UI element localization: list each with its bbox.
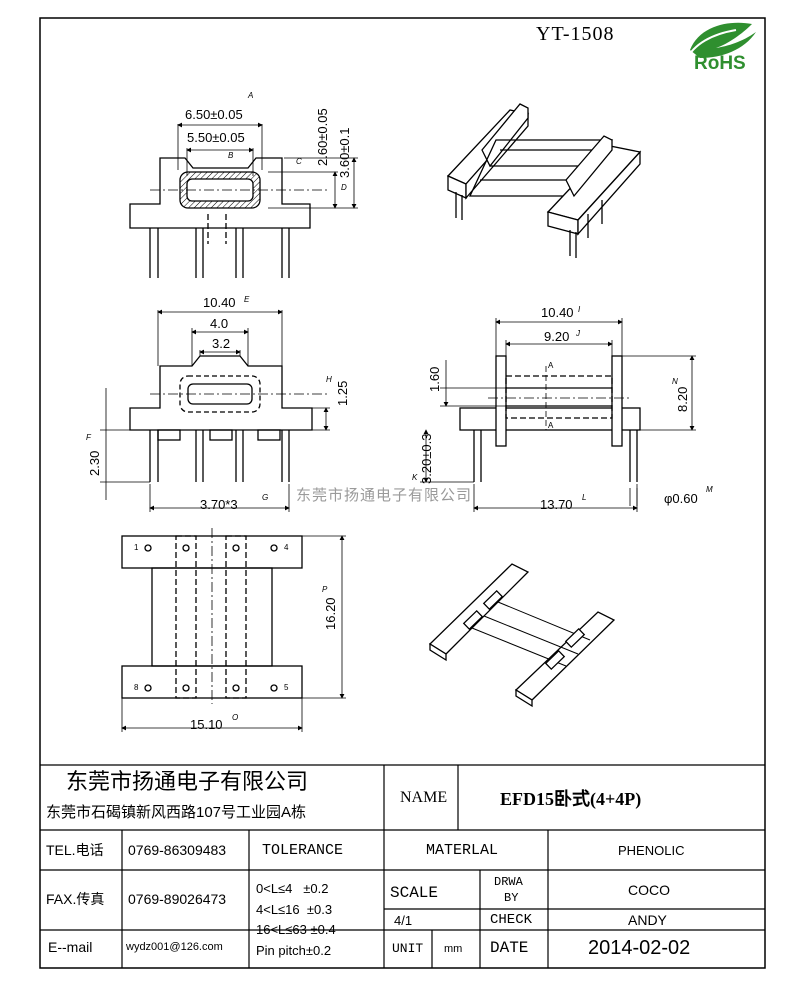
check-label: CHECK <box>490 912 533 928</box>
tolerance-row: 16<L≤63 ±0.4 <box>256 922 336 937</box>
iso-view-base <box>428 563 616 708</box>
tolerance-row: 0<L≤4 ±0.2 <box>256 881 329 896</box>
watermark-text: 东莞市扬通电子有限公司 <box>296 487 473 504</box>
dim-label: 3.2 <box>212 336 231 351</box>
tel-value: 0769-86309483 <box>128 842 227 858</box>
dim-label: 2.60±0.05 <box>315 108 330 166</box>
company-address: 东莞市石碣镇新风西路107号工业园A栋 <box>46 804 307 821</box>
fax-value: 0769-89026473 <box>128 891 227 907</box>
dim-tag: F <box>86 433 91 442</box>
dim-tag: A <box>248 91 254 100</box>
dim-label: 10.40 <box>203 295 236 310</box>
dim-tag: M <box>706 485 713 494</box>
material-value: PHENOLIC <box>618 843 685 858</box>
section-mark: A <box>548 421 554 430</box>
front-view-top <box>129 122 358 278</box>
dim-tag: N <box>672 377 678 386</box>
dim-tag: E <box>244 295 250 304</box>
unit-value: mm <box>444 943 463 955</box>
fax-label: FAX.传真 <box>46 891 105 907</box>
part-number: YT-1508 <box>536 23 615 45</box>
dim-label: 3.20±0.3 <box>419 433 434 484</box>
dim-tag: H <box>326 375 332 384</box>
scale-value: 4/1 <box>394 913 413 928</box>
email-label: E--mail <box>48 939 93 955</box>
dim-tag: I <box>578 305 581 314</box>
drawn-label: DRWA <box>494 875 523 889</box>
pin-number: 1 <box>134 543 139 552</box>
dim-label: 3.60±0.1 <box>337 127 352 178</box>
tolerance-row: Pin pitch±0.2 <box>256 943 332 958</box>
name-label: NAME <box>400 789 448 806</box>
top-view <box>121 528 346 732</box>
dim-label: 15.10 <box>190 717 223 732</box>
dim-tag: B <box>228 151 234 160</box>
check-value: ANDY <box>628 912 667 928</box>
dim-label: 8.20 <box>675 386 690 412</box>
dim-tag: C <box>296 157 302 166</box>
date-label: DATE <box>490 939 529 957</box>
date-value: 2014-02-02 <box>588 937 691 959</box>
dim-label: 10.40 <box>541 305 574 320</box>
front-view-middle <box>100 309 330 512</box>
iso-view-bobbin <box>446 103 642 258</box>
dim-label: 5.50±0.05 <box>187 130 245 145</box>
dim-label: 1.60 <box>427 366 442 392</box>
tel-label: TEL.电话 <box>46 842 104 858</box>
dim-tag: L <box>582 493 587 502</box>
tolerance-row: 4<L≤16 ±0.3 <box>256 902 333 917</box>
side-view <box>420 318 696 512</box>
unit-label: UNIT <box>392 941 424 956</box>
dim-tag: D <box>341 183 347 192</box>
dim-tag: O <box>232 713 239 722</box>
dim-tag: G <box>262 493 269 502</box>
material-label: MATERLAL <box>426 842 499 859</box>
title-block-grid <box>40 764 765 968</box>
tolerance-label: TOLERANCE <box>262 842 344 859</box>
dim-tag: P <box>322 585 328 594</box>
pin-number: 4 <box>284 543 289 552</box>
part-name: EFD15卧式(4+4P) <box>500 789 642 809</box>
dim-label: 6.50±0.05 <box>185 107 243 122</box>
dim-tag: J <box>576 329 580 338</box>
dim-label: 3.70*3 <box>200 497 238 512</box>
dim-label: 16.20 <box>323 597 338 630</box>
sheet-border <box>39 17 766 969</box>
dim-label: 4.0 <box>210 316 229 331</box>
dim-label: 1.25 <box>335 380 350 406</box>
drawn-label-by: BY <box>504 891 519 905</box>
dim-tag: K <box>412 473 418 482</box>
dim-label: 13.70 <box>540 497 573 512</box>
dim-label: 2.30 <box>87 450 102 476</box>
rohs-logo-text: RoHS <box>694 53 746 74</box>
section-mark: A <box>548 361 554 370</box>
rohs-logo <box>685 22 756 61</box>
email-value: wydz001@126.com <box>126 941 223 953</box>
scale-label: SCALE <box>390 884 439 902</box>
drawn-by-value: COCO <box>628 882 670 898</box>
pin-number: 8 <box>134 683 139 692</box>
pin-number: 5 <box>284 683 289 692</box>
dim-label: 9.20 <box>544 329 570 344</box>
dim-label: φ0.60 <box>664 491 698 506</box>
company-name: 东莞市扬通电子有限公司 <box>66 769 309 794</box>
